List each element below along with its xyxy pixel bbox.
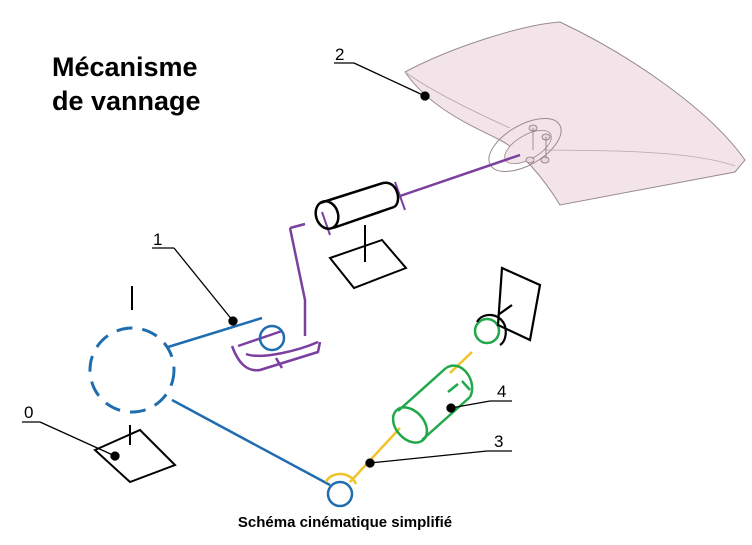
title-line-2: de vannage xyxy=(52,86,201,116)
part-4-marker xyxy=(446,403,456,413)
leader-lines xyxy=(22,62,512,468)
label-part-0: 0 xyxy=(24,403,33,422)
part-4-cylinder xyxy=(391,317,501,444)
part-1-marker xyxy=(228,316,238,326)
ground-support-upper xyxy=(328,225,408,290)
part-3-link xyxy=(324,351,473,485)
ground-support-right xyxy=(476,266,542,346)
title-line-1: Mécanisme xyxy=(52,52,198,82)
diagram-title: Mécanisme de vannage xyxy=(52,50,201,118)
part-0-ground xyxy=(93,286,177,484)
purple-linkage xyxy=(230,153,521,372)
part-0-marker xyxy=(110,451,120,461)
part-2-marker xyxy=(420,91,430,101)
label-part-3: 3 xyxy=(494,432,503,451)
part-1-arm xyxy=(88,316,354,508)
diagram-caption: Schéma cinématique simplifié xyxy=(237,514,453,531)
label-part-4: 4 xyxy=(497,382,506,401)
label-part-1: 1 xyxy=(153,230,162,249)
pivot-cylinder xyxy=(314,181,400,230)
label-part-2: 2 xyxy=(335,45,344,64)
part-3-marker xyxy=(365,458,375,468)
